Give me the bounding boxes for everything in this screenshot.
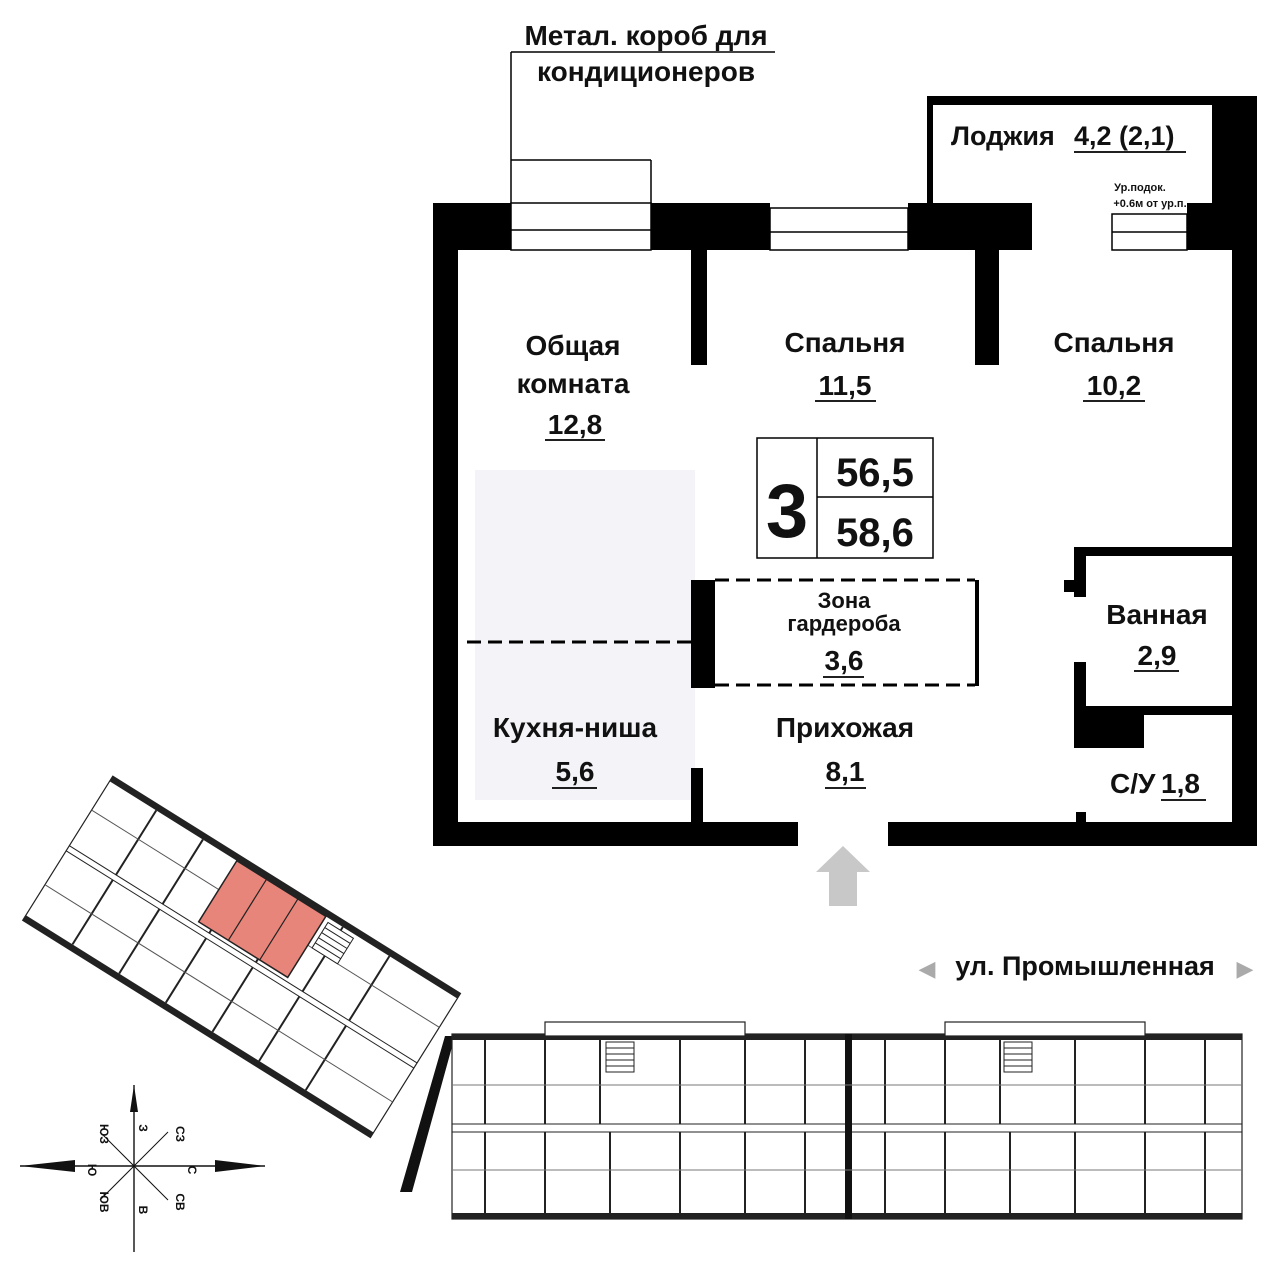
kitchen-zone-fill	[475, 470, 695, 800]
kitchen-label: Кухня-ниша	[493, 712, 658, 743]
bedroom2-label: Спальня	[1054, 327, 1175, 358]
wardrobe-area: 3,6	[825, 645, 864, 676]
building-key-plan	[21, 775, 1243, 1220]
compass-arrow-icon	[130, 1085, 138, 1112]
street-right-arrow-icon: ▶	[1237, 956, 1254, 981]
kitchen-area: 5,6	[556, 756, 595, 787]
wall	[1232, 203, 1257, 846]
window-living	[510, 159, 652, 251]
building-wing-angled	[21, 775, 462, 1139]
compass-label-nw: ЮЗ	[97, 1124, 111, 1144]
windowsill-note-line1: Ур.подок.	[1114, 182, 1166, 194]
bathroom-wall	[1074, 547, 1234, 556]
selected-apartment-highlight	[197, 859, 327, 979]
stairs	[311, 921, 355, 965]
living-room-area: 12,8	[548, 409, 603, 440]
compass-label-north: З	[136, 1124, 150, 1132]
apartment-plan	[433, 51, 1257, 906]
compass-diagonal	[99, 1131, 169, 1201]
living-room-label-line1: Общая	[526, 330, 621, 361]
wardrobe-label-line1: Зона	[818, 588, 872, 613]
street-label: ◀ ул. Промышленная ▶	[919, 951, 1254, 981]
compass-label-se: СВ	[173, 1193, 187, 1211]
wall	[1076, 812, 1086, 824]
wall	[691, 580, 715, 688]
bathroom-wall	[1064, 580, 1076, 592]
bedroom1-label: Спальня	[785, 327, 906, 358]
wall	[651, 203, 770, 250]
window-bedroom2	[1111, 213, 1188, 251]
bedroom2-area: 10,2	[1087, 370, 1142, 401]
bathroom-wall	[1086, 706, 1234, 715]
compass-arrow-icon	[215, 1160, 265, 1172]
wall	[888, 822, 1257, 846]
compass-label-sw: ЮВ	[97, 1191, 111, 1212]
compass-label-ne: СЗ	[173, 1126, 187, 1142]
loggia-area: 4,2 (2,1)	[1074, 121, 1175, 151]
apartment-labels: Метал. короб для кондиционеров Лоджия 4,…	[493, 20, 1208, 799]
wall	[975, 250, 999, 365]
bathroom-area: 2,9	[1138, 640, 1177, 671]
living-area-value: 56,5	[836, 451, 914, 495]
wc-label: С/У	[1110, 768, 1156, 799]
wc-area: 1,8	[1161, 768, 1200, 799]
street-name: ул. Промышленная	[955, 951, 1215, 981]
entrance-arrow-icon	[816, 846, 870, 906]
wall	[908, 203, 1032, 250]
living-room-label-line2: комната	[517, 368, 630, 399]
compass-label-east: С	[185, 1166, 199, 1175]
windowsill-note-line2: +0.6м от ур.п.	[1113, 198, 1186, 210]
hallway-label: Прихожая	[776, 712, 914, 743]
bathroom-label: Ванная	[1106, 599, 1208, 630]
building-joint-wall	[400, 1036, 455, 1192]
loggia-wall	[1212, 96, 1257, 216]
wall	[691, 768, 703, 822]
rooms-count: 3	[766, 469, 808, 554]
loggia-wall	[927, 96, 933, 211]
wall	[433, 203, 458, 846]
building-wing-straight	[451, 1021, 1243, 1220]
wall	[691, 250, 707, 365]
wall	[433, 822, 798, 846]
street-left-arrow-icon: ◀	[919, 956, 936, 981]
loggia-label: Лоджия	[951, 121, 1055, 151]
wardrobe-label-line2: гардероба	[787, 611, 901, 636]
compass-rose: З В С Ю ЮЗ СЗ ЮВ СВ	[20, 1085, 265, 1252]
compass-arrow-icon	[20, 1160, 75, 1172]
bathroom-wall	[1074, 547, 1086, 597]
hallway-area: 8,1	[826, 756, 865, 787]
total-area-value: 58,6	[836, 511, 914, 555]
compass-label-south: В	[136, 1206, 150, 1215]
area-underlines	[545, 151, 1206, 801]
area-summary-box	[756, 437, 934, 559]
wall	[975, 580, 979, 686]
ac-box-note-line2: кондиционеров	[537, 56, 755, 87]
stairs	[605, 1041, 1033, 1073]
ac-box-note-line1: Метал. короб для	[524, 20, 767, 51]
window-bedroom1	[769, 207, 909, 251]
loggia-wall	[927, 96, 1257, 105]
compass-label-west: Ю	[85, 1164, 99, 1176]
bedroom1-area: 11,5	[819, 370, 872, 401]
